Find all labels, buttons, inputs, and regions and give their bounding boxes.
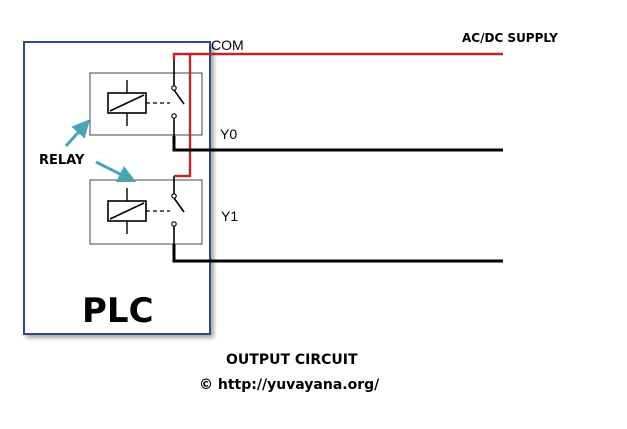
y0-label: Y0 [220,126,237,142]
relay-label: RELAY [39,153,85,168]
caption-source: © http://yuvayana.org/ [199,377,380,393]
com-label: COM [211,37,244,53]
relay-2-contact [173,197,185,213]
com-supply-wire [172,52,503,178]
y0-output-wire [172,136,503,152]
relay-1 [89,60,203,136]
relay-2 [89,176,203,245]
y1-label: Y1 [221,208,238,224]
y1-output-wire [172,244,503,263]
supply-label: AC/DC SUPPLY [462,31,558,45]
relay-1-contact [173,89,185,105]
caption-title: OUTPUT CIRCUIT [226,352,358,368]
relay-arrows [64,119,137,183]
plc-label: PLC [82,291,154,331]
